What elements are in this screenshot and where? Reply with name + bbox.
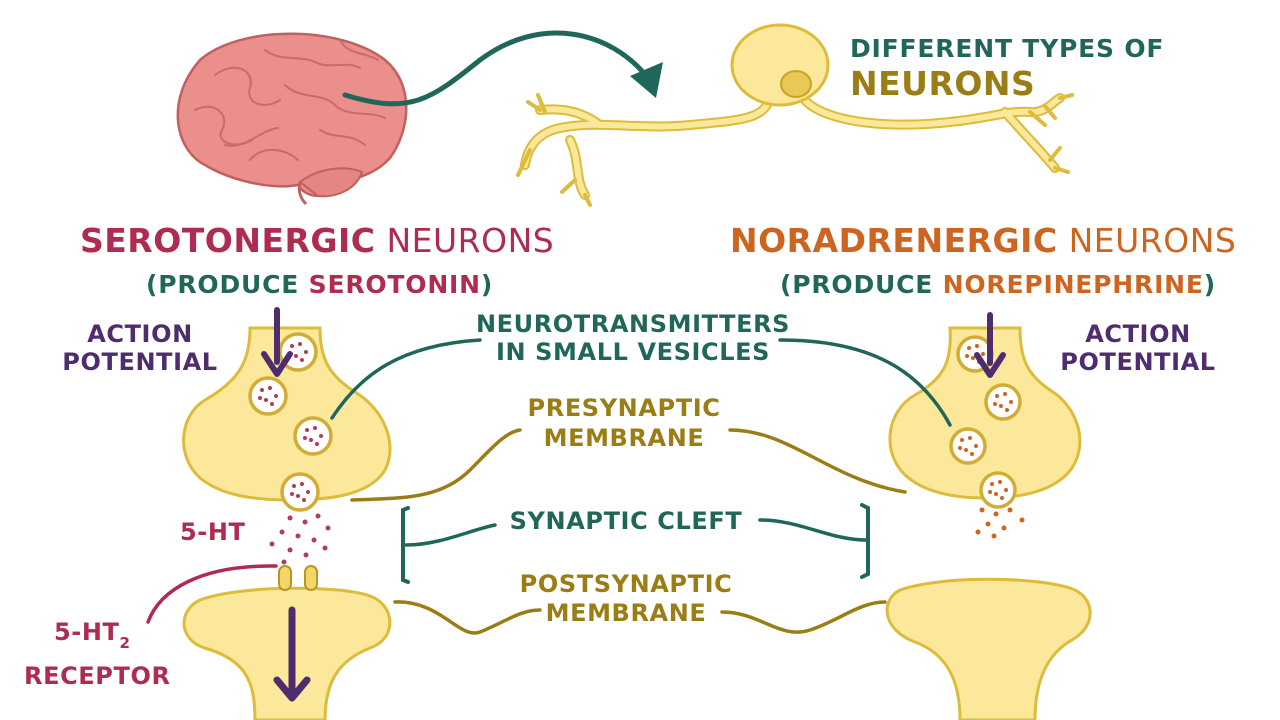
cleft-bracket-right bbox=[860, 503, 870, 579]
cleft-leader-left bbox=[404, 523, 497, 547]
svg-text:PRESYNAPTIC: PRESYNAPTIC bbox=[528, 394, 721, 422]
presynaptic-leader-right bbox=[728, 428, 907, 494]
5ht-label: 5-HT bbox=[180, 518, 246, 546]
cleft-leader-right bbox=[758, 518, 868, 542]
brain-to-neuron-arrow bbox=[342, 30, 663, 107]
svg-text:POTENTIAL: POTENTIAL bbox=[62, 348, 217, 376]
action-potential-left-label: ACTION POTENTIAL bbox=[62, 320, 217, 376]
vesicle bbox=[293, 416, 333, 456]
vesicles-leader-left bbox=[330, 338, 482, 420]
postsynaptic-leader-left bbox=[393, 600, 542, 635]
serotonergic-neurons-word: NEURONS bbox=[376, 221, 555, 260]
serotonergic-heading: SEROTONERGIC NEURONS bbox=[80, 221, 554, 260]
svg-text:RECEPTOR: RECEPTOR bbox=[24, 662, 171, 690]
svg-text:NEUROTRANSMITTERS: NEUROTRANSMITTERS bbox=[476, 310, 790, 338]
vesicles-leader-right bbox=[778, 338, 952, 427]
svg-text:IN SMALL VESICLES: IN SMALL VESICLES bbox=[496, 338, 770, 366]
left-vesicles bbox=[248, 332, 333, 512]
neuron-illustration bbox=[516, 23, 1074, 207]
right-postsynaptic-terminal bbox=[885, 577, 1092, 720]
vesicle bbox=[949, 427, 987, 465]
postsynaptic-leader-right bbox=[720, 600, 887, 634]
leader-lines bbox=[146, 338, 952, 635]
released-norepinephrine bbox=[975, 507, 1025, 539]
svg-text:MEMBRANE: MEMBRANE bbox=[544, 424, 705, 452]
serotonergic-subheading: (PRODUCE SEROTONIN) bbox=[146, 270, 493, 299]
noradrenergic-neurons-word: NEURONS bbox=[1058, 221, 1237, 260]
svg-text:MEMBRANE: MEMBRANE bbox=[546, 599, 707, 627]
svg-text:5-HT2: 5-HT2 bbox=[54, 618, 131, 652]
noradrenergic-subheading: (PRODUCE NOREPINEPHRINE) bbox=[780, 270, 1216, 299]
released-serotonin bbox=[269, 513, 331, 565]
right-action-potential-arrow bbox=[974, 312, 1006, 378]
left-postsynaptic-terminal bbox=[182, 586, 392, 720]
5ht2-receptor bbox=[278, 565, 318, 591]
neuron-types-line1: DIFFERENT TYPES OF bbox=[850, 34, 1164, 63]
noradrenergic-heading: NORADRENERGIC NEURONS bbox=[730, 221, 1236, 260]
presynaptic-membrane-label: PRESYNAPTIC MEMBRANE bbox=[528, 394, 721, 452]
vesicle-fusing bbox=[979, 471, 1017, 509]
vesicle bbox=[248, 376, 288, 416]
svg-text:ACTION: ACTION bbox=[87, 320, 193, 348]
svg-text:POSTSYNAPTIC: POSTSYNAPTIC bbox=[520, 570, 733, 598]
postsynaptic-membrane-label: POSTSYNAPTIC MEMBRANE bbox=[520, 570, 733, 627]
action-potential-right-label: ACTION POTENTIAL bbox=[1060, 320, 1215, 376]
serotonin-word: SEROTONIN bbox=[309, 270, 481, 299]
receptor-leader bbox=[146, 564, 278, 624]
serotonergic-word: SEROTONERGIC bbox=[80, 221, 376, 260]
norepinephrine-word: NOREPINEPHRINE bbox=[943, 270, 1204, 299]
postsynaptic-signal-arrow bbox=[273, 606, 311, 702]
synaptic-cleft-label: SYNAPTIC CLEFT bbox=[510, 507, 743, 535]
left-action-potential-arrow bbox=[261, 307, 293, 377]
presynaptic-leader-left bbox=[350, 428, 522, 502]
5ht2-receptor-label: 5-HT2 RECEPTOR bbox=[24, 618, 171, 690]
vesicles-label: NEUROTRANSMITTERS IN SMALL VESICLES bbox=[476, 310, 790, 366]
vesicle-fusing bbox=[280, 472, 320, 512]
vesicle bbox=[984, 383, 1022, 421]
neuron-types-line2: NEURONS bbox=[850, 64, 1035, 103]
brain-illustration bbox=[176, 32, 408, 206]
svg-text:ACTION: ACTION bbox=[1085, 320, 1191, 348]
noradrenergic-word: NORADRENERGIC bbox=[730, 221, 1058, 260]
cleft-bracket-left bbox=[401, 506, 410, 584]
svg-text:POTENTIAL: POTENTIAL bbox=[1060, 348, 1215, 376]
